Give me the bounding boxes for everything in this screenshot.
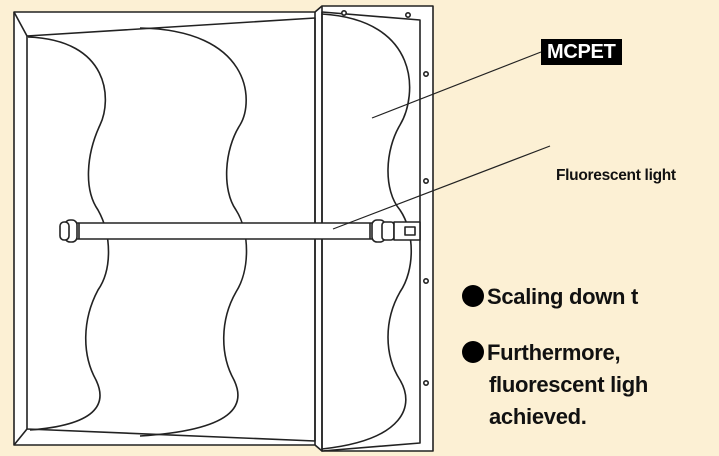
mcpet-leader-line <box>371 51 542 119</box>
filled-circle-bullet-icon <box>462 341 484 363</box>
screw <box>340 10 347 17</box>
screw <box>422 277 429 284</box>
fluorescent-light-label: Fluorescent light <box>556 167 676 184</box>
fluorescent-tube <box>59 219 421 243</box>
bullet-item: Scaling down t <box>462 282 638 312</box>
bullet-item: Furthermore, <box>462 338 621 368</box>
fluorescent-leader-line <box>332 145 551 230</box>
mcpet-reflector-curve-right <box>321 13 413 450</box>
screw <box>404 12 411 19</box>
mcpet-label: MCPET <box>541 39 622 65</box>
bullet-text-line: fluorescent ligh <box>489 372 648 397</box>
mcpet-reflector-curve-middle <box>139 27 248 437</box>
bullet-text-furthermore: Furthermore, <box>487 340 621 365</box>
bullet-text-line: achieved. <box>489 404 587 429</box>
screw <box>422 379 429 386</box>
bullet-text-scaling: Scaling down t <box>487 284 639 309</box>
screw <box>422 71 429 78</box>
filled-circle-bullet-icon <box>462 285 484 307</box>
screw <box>422 178 429 185</box>
